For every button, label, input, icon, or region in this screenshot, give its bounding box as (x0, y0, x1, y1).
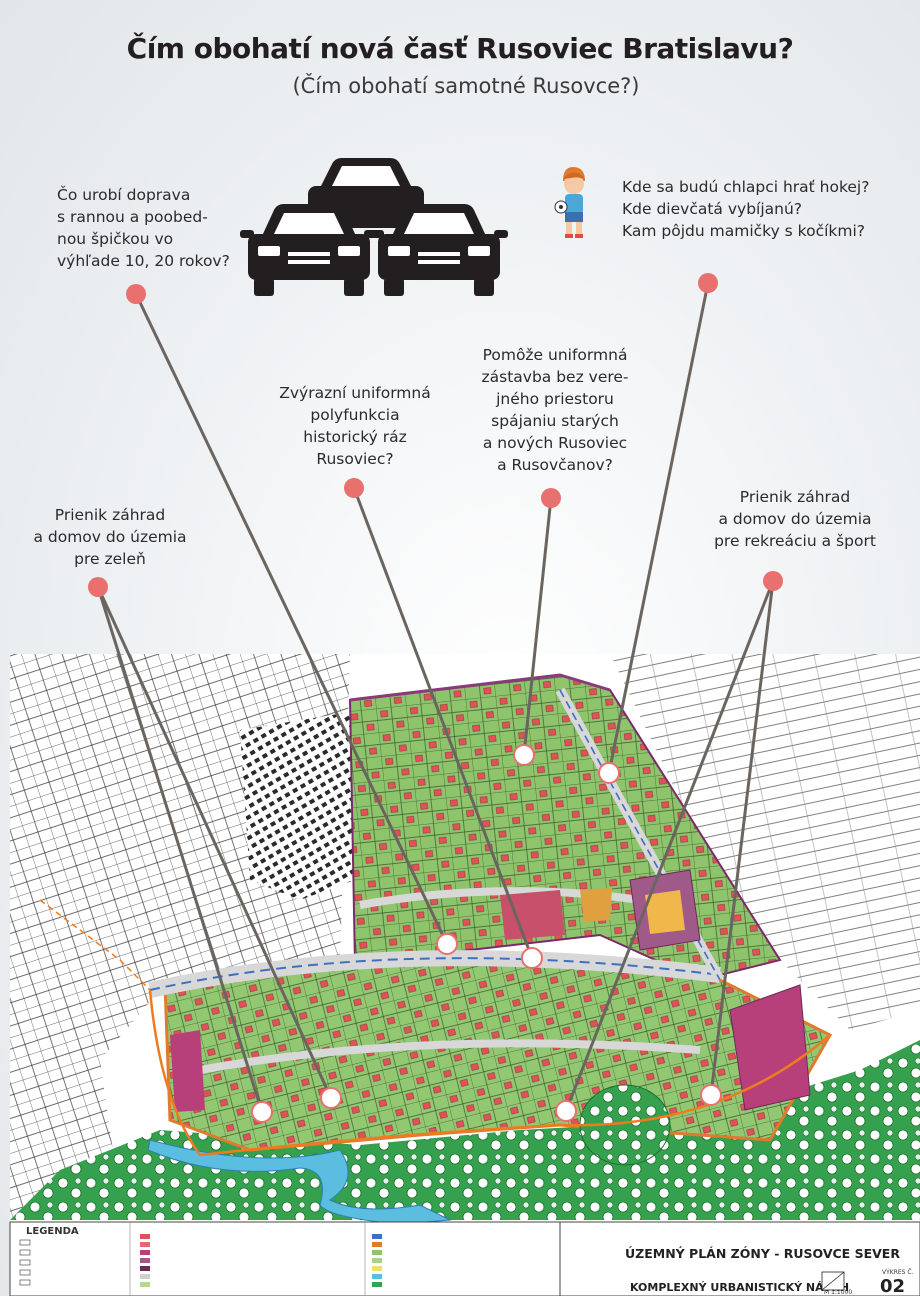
target-gardens-sport-2 (700, 1084, 722, 1106)
urban-plan-map: LEGENDA ÚZEMNÝ PLÁN ZÓNY - RUSOVCE SEVER… (9, 654, 920, 1296)
cars-icon (240, 158, 508, 296)
target-traffic (436, 933, 458, 955)
sheet-number: 02 (880, 1276, 905, 1296)
map-targets (251, 744, 722, 1123)
question-children: Kde sa budú chlapci hrať hokej? Kde diev… (622, 178, 870, 240)
question-polyfunction: Zvýrazní uniformná polyfunkcia historick… (279, 384, 431, 468)
target-gardens-sport-1 (555, 1100, 577, 1122)
pin-gardens-sport (763, 571, 783, 591)
page-title: Čím obohatí nová časť Rusoviec Bratislav… (126, 32, 794, 65)
question-uniform: Pomôže uniformná zástavba bez vere- jnéh… (481, 346, 629, 474)
plan-subtitle: KOMPLEXNÝ URBANISTICKÝ NÁVRH (630, 1281, 849, 1294)
target-gardens-green-2 (320, 1087, 342, 1109)
legend-title: LEGENDA (26, 1226, 79, 1237)
question-pins (88, 273, 783, 597)
plan-scale: M 1:1000 (824, 1289, 852, 1296)
legend-swatches (19, 1234, 382, 1287)
question-gardens-green: Prienik záhrad a domov do územia pre zel… (33, 506, 187, 568)
pin-polyfunction (344, 478, 364, 498)
pin-children (698, 273, 718, 293)
target-polyfunction (521, 947, 543, 969)
pin-gardens-green (88, 577, 108, 597)
question-gardens-sport: Prienik záhrad a domov do územia pre rek… (714, 488, 876, 550)
question-traffic: Čo urobí doprava s rannou a poobed- nou … (57, 186, 230, 270)
connector-lines (96, 282, 775, 1113)
boy-icon (554, 167, 585, 238)
page-subtitle: (Čím obohatí samotné Rusovce?) (292, 74, 640, 98)
pin-traffic (126, 284, 146, 304)
target-uniform (513, 744, 535, 766)
pin-uniform (541, 488, 561, 508)
target-children (598, 762, 620, 784)
target-gardens-green-1 (251, 1101, 273, 1123)
sheet-label: VÝKRES Č. (882, 1269, 914, 1276)
plan-title: ÚZEMNÝ PLÁN ZÓNY - RUSOVCE SEVER (625, 1246, 900, 1261)
